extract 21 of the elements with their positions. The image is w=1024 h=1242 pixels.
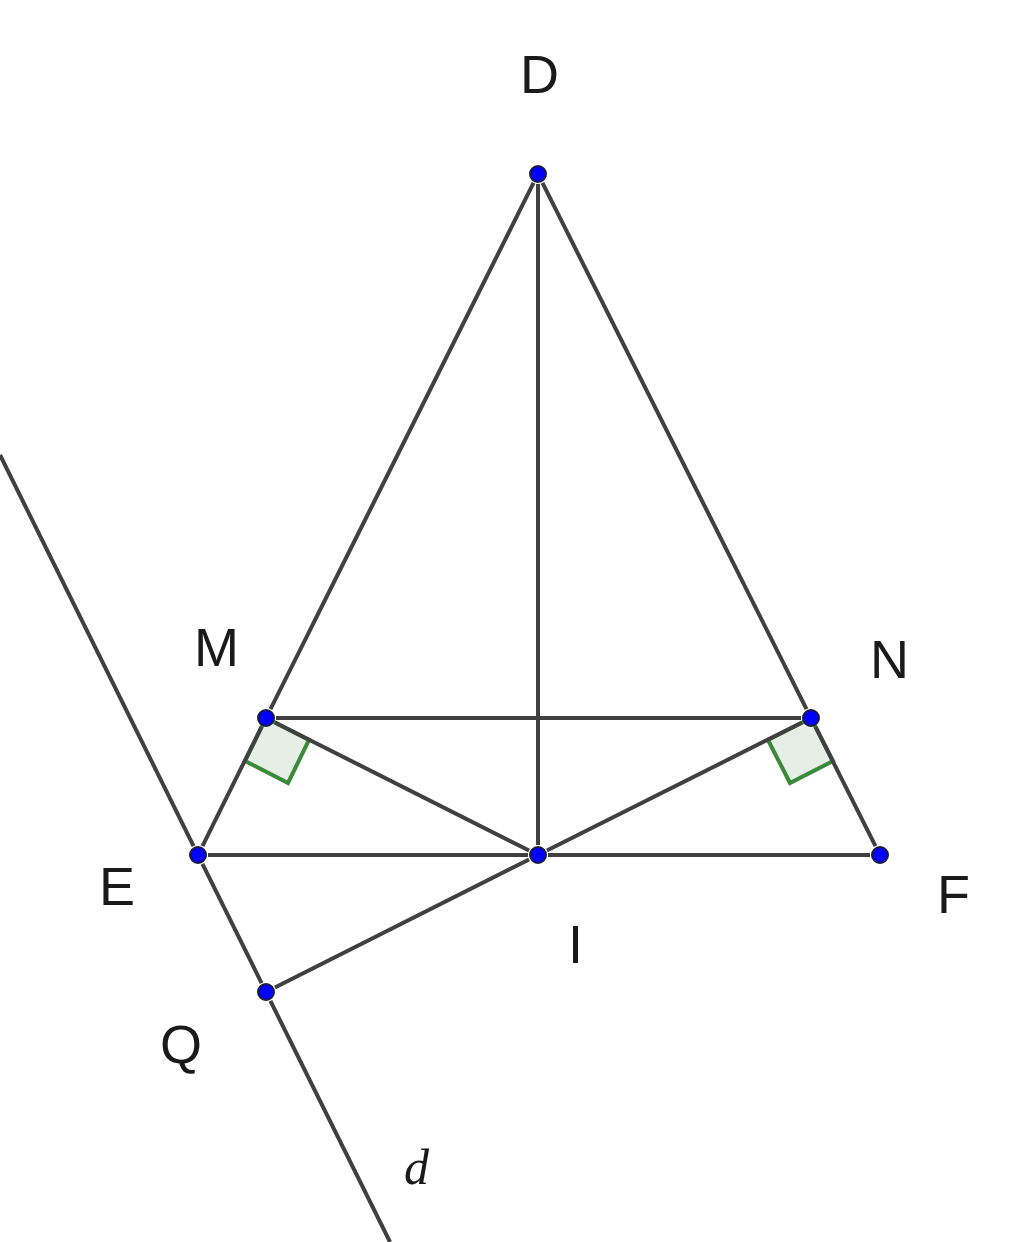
line-label: d	[404, 1142, 429, 1192]
line-segment	[548, 853, 870, 857]
line	[0, 454, 196, 847]
point-label: E	[99, 859, 136, 913]
point-label: D	[520, 47, 559, 101]
line	[268, 1000, 392, 1242]
point-label: I	[568, 917, 583, 971]
line-segment	[274, 857, 530, 990]
point-label: N	[870, 632, 909, 686]
point-label: F	[937, 867, 970, 921]
line-segment	[274, 720, 530, 853]
line-segment	[546, 720, 803, 853]
line-segment	[276, 716, 801, 720]
point-label: M	[194, 620, 239, 674]
line-segment	[813, 726, 878, 847]
line-segment	[540, 182, 809, 710]
line-segment	[536, 184, 540, 845]
line-segment	[200, 726, 264, 847]
line-segment	[268, 182, 536, 710]
line-segment	[208, 853, 528, 857]
line-segment	[200, 863, 264, 984]
